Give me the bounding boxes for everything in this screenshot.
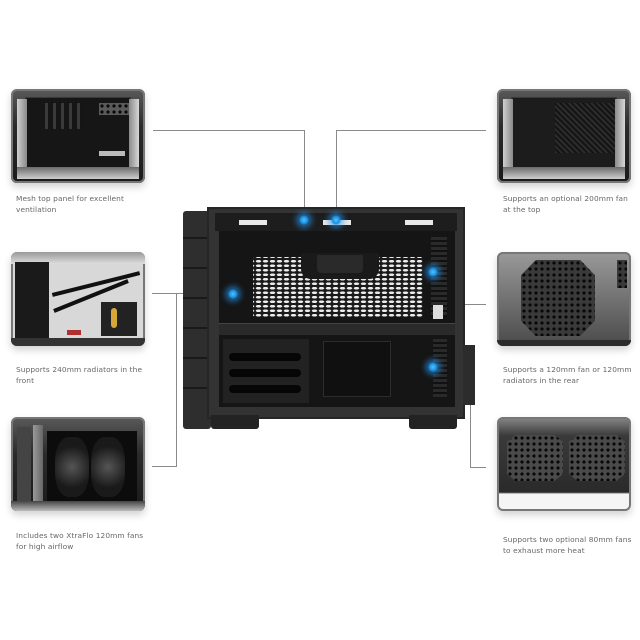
connector-rear-80mm-vertical: [470, 366, 471, 467]
pc-case-side-view: [183, 207, 475, 429]
caption-top-200mm: Supports an optional 200mm fan at the to…: [503, 194, 628, 214]
thumbnail-front-radiator: [11, 252, 145, 346]
thumbnail-rear-120mm-fan: [497, 252, 631, 346]
connector-top-200mm-vertical: [336, 130, 337, 214]
highlight-point-front: [228, 289, 238, 299]
connector-mesh-top: [153, 130, 305, 131]
thumbnail-dual-80mm-fans: [497, 417, 631, 511]
caption-rear-80mm: Supports two optional 80mm fans to exhau…: [503, 535, 632, 555]
highlight-point-top-center: [331, 215, 341, 225]
case-body: [207, 207, 465, 419]
connector-rear-120mm: [449, 304, 486, 305]
connector-top-200mm: [336, 130, 486, 131]
highlight-point-rear-lower: [428, 362, 438, 372]
connector-rear-80mm: [470, 467, 486, 468]
thumbnail-xtraflo-fans: [11, 417, 145, 511]
caption-xtraflo-fans: Includes two XtraFlo 120mm fans for high…: [16, 531, 144, 551]
connector-front-vertical: [176, 293, 177, 467]
case-front-panel: [183, 211, 211, 429]
caption-mesh-top: Mesh top panel for excellent ventilation: [16, 194, 124, 214]
connector-mesh-top-vertical: [304, 130, 305, 214]
psu-shroud-divider: [219, 323, 455, 335]
caption-rear-120mm: Supports a 120mm fan or 120mm radiators …: [503, 365, 632, 385]
drive-cage: [223, 339, 309, 403]
highlight-point-top-left: [299, 215, 309, 225]
highlight-point-rear-upper: [428, 267, 438, 277]
connector-xtraflo: [152, 466, 177, 467]
thumbnail-top-200mm-fan: [497, 89, 631, 183]
thumbnail-mesh-top-panel: [11, 89, 145, 183]
caption-front-radiator: Supports 240mm radiators in the front: [16, 365, 143, 385]
